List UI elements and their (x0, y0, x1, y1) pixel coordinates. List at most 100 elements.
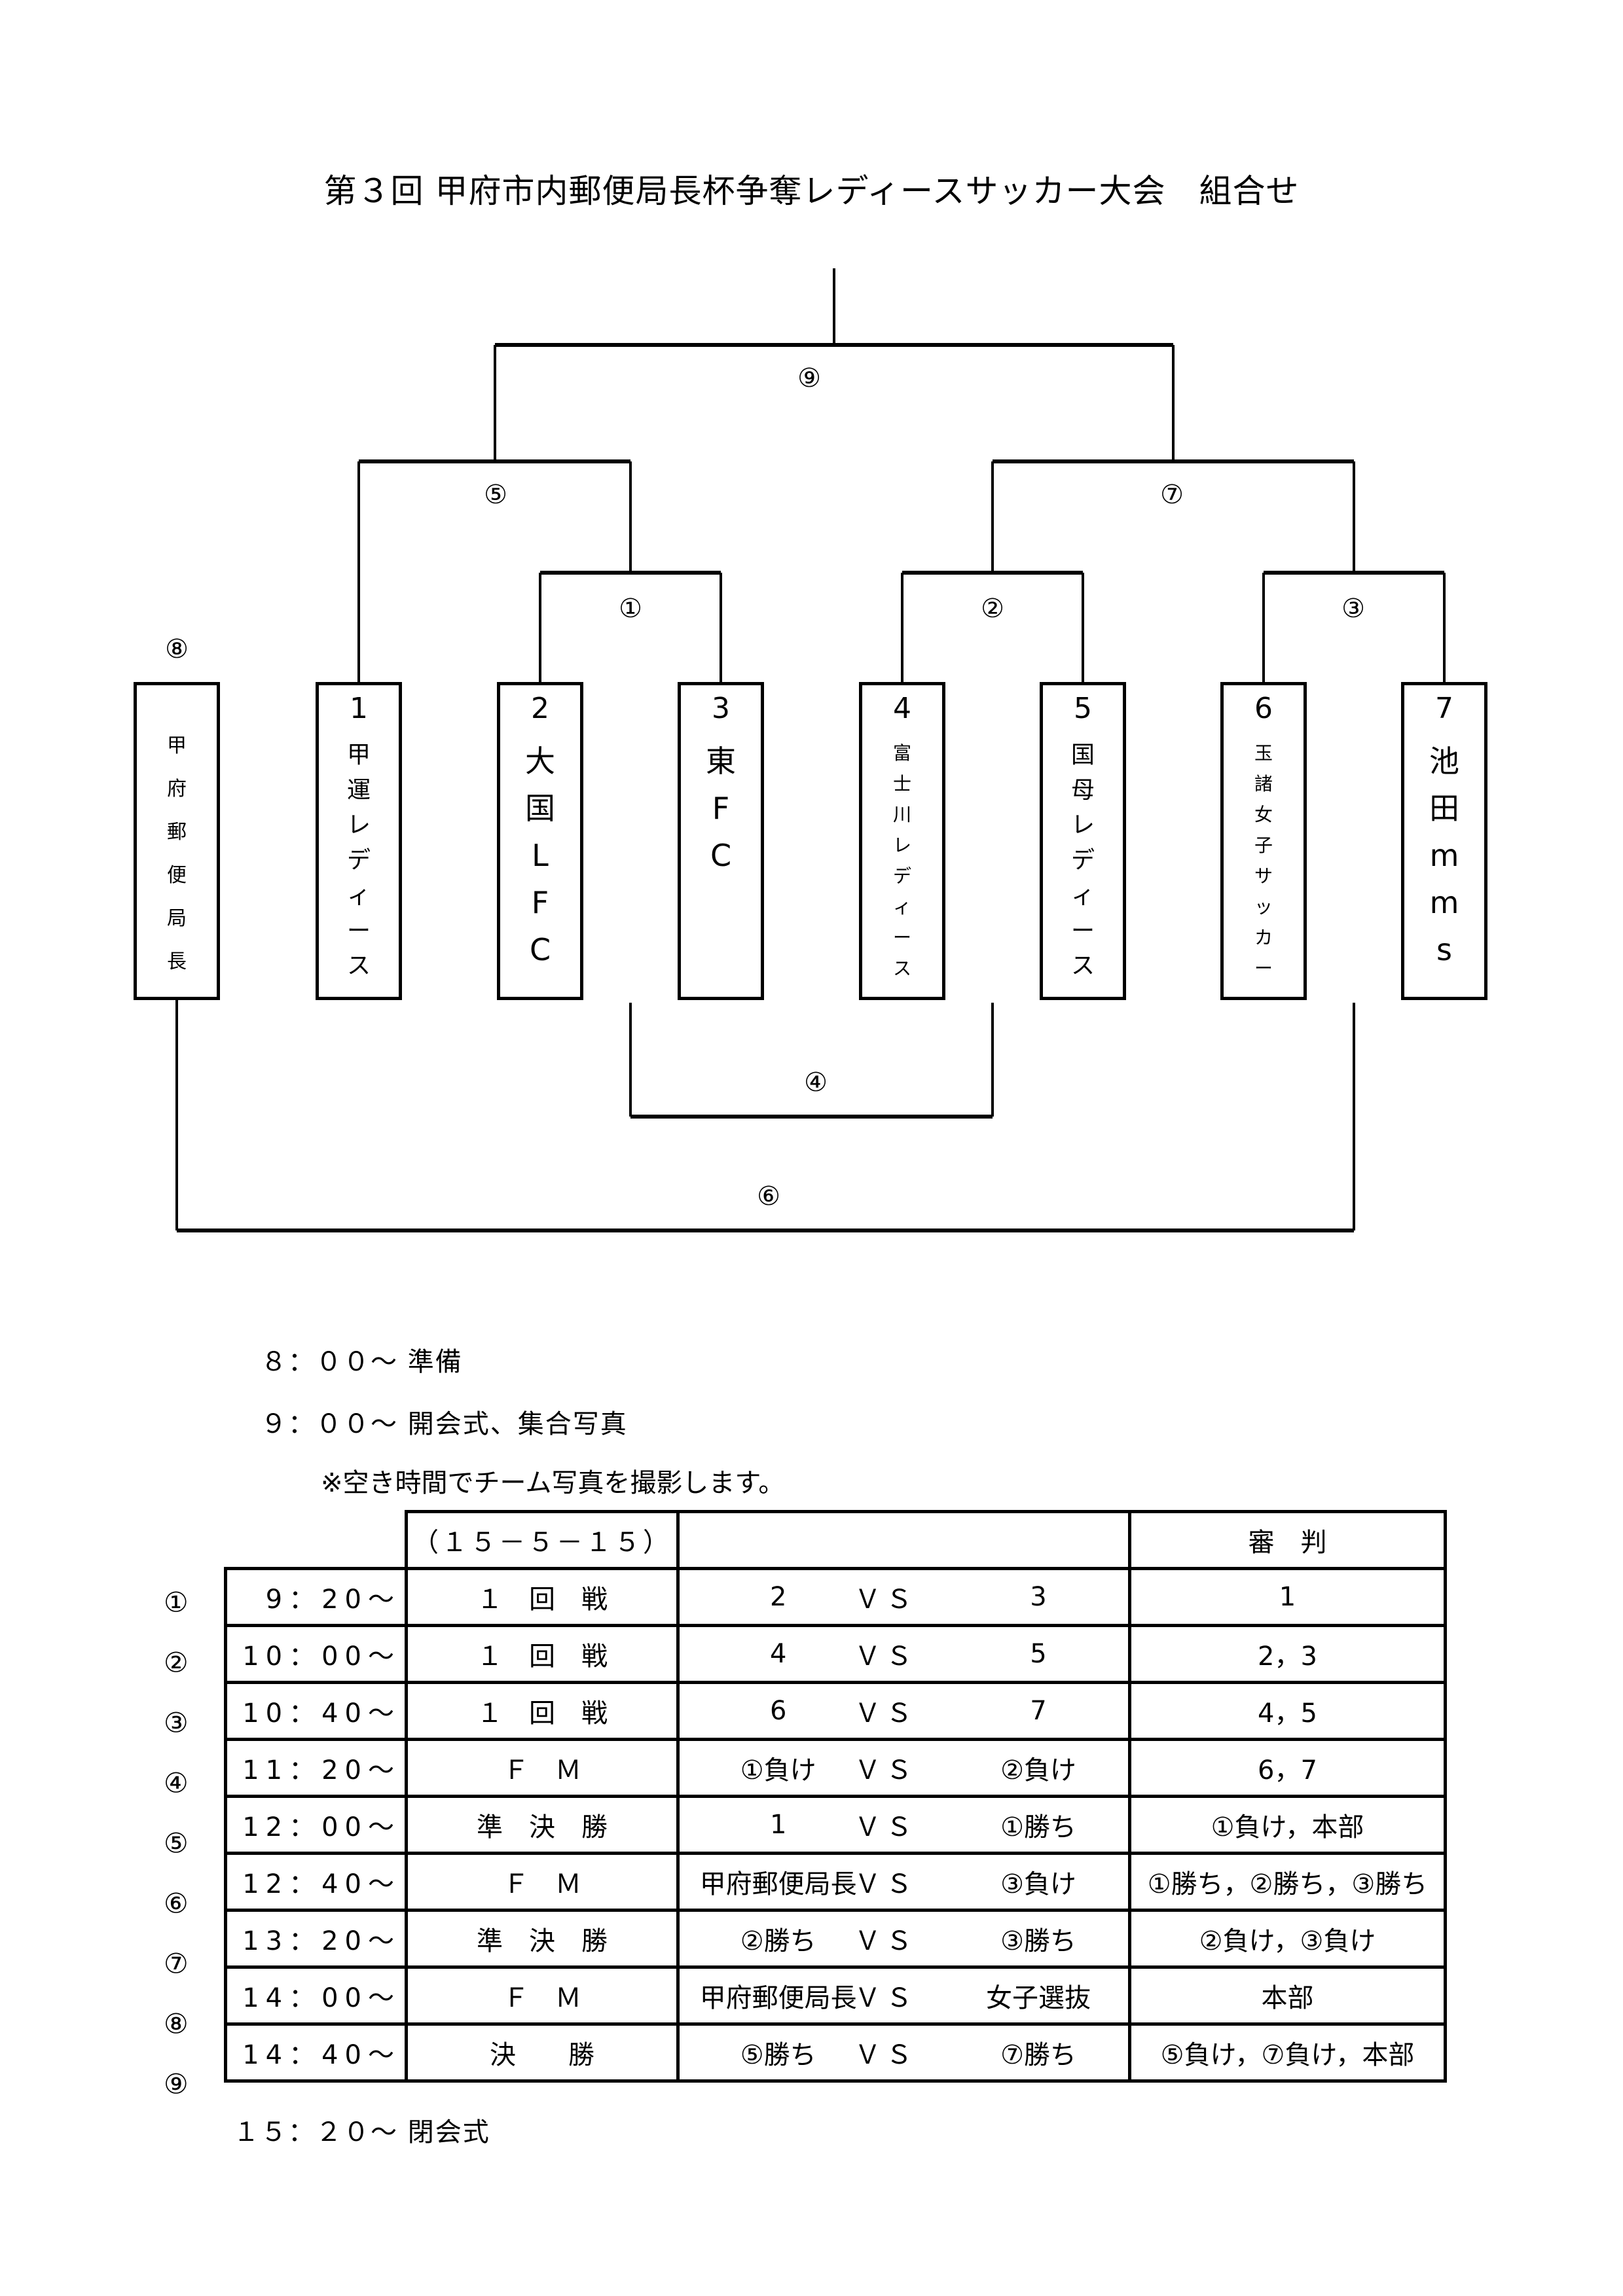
team-name-char: ッ (1254, 896, 1273, 918)
team-name: 甲運レディース (319, 738, 399, 984)
match-label-4: ④ (804, 1067, 828, 1098)
match-time: 13：20～ (224, 1909, 408, 1969)
match-label-8: ⑧ (165, 634, 189, 664)
team-number: 3 (712, 692, 730, 725)
match-time: 12：40～ (224, 1852, 408, 1912)
team-name-char: C (710, 838, 732, 873)
match-label-1: ① (619, 594, 642, 624)
row-match-number: ⑧ (164, 2007, 189, 2040)
team-number: 2 (531, 692, 549, 725)
team-name-char: C (529, 932, 551, 967)
team-name-char: 甲 (167, 734, 187, 757)
header-format: （１５－５－１５） (405, 1510, 680, 1570)
match-round: １ 回 戦 (405, 1567, 680, 1627)
referee: ①勝ち，②勝ち，③勝ち (1128, 1852, 1447, 1912)
team-name-char: ィ (346, 882, 371, 909)
team-name-char: 長 (167, 950, 187, 973)
row-match-number: ③ (164, 1706, 189, 1739)
match-time: 9：20～ (224, 1567, 408, 1627)
team-name-char: s (1436, 932, 1452, 967)
team-name-char: レ (892, 834, 911, 856)
row-match-number: ⑥ (164, 1887, 189, 1920)
referee: ⑤負け，⑦負け，本部 (1128, 2022, 1447, 2083)
team-name-char: 国 (1070, 742, 1095, 768)
team-name-char: m (1429, 838, 1459, 873)
team-name-char: ィ (1070, 882, 1095, 909)
match-time: 11：20～ (224, 1738, 408, 1798)
team-name-char: デ (892, 865, 911, 887)
team-right: 女子選抜 (986, 1983, 1091, 2013)
team-number: 5 (1074, 692, 1092, 725)
team-name-char: 子 (1254, 834, 1273, 856)
team-name-char: ー (346, 917, 371, 944)
team-name-char: F (531, 885, 549, 920)
vs-label: ＶＳ (854, 1755, 918, 1785)
team-name-char: m (1429, 885, 1459, 920)
team-name-char: 便 (167, 864, 187, 887)
team-name-char: 士 (892, 773, 911, 795)
team-name-char: 府 (167, 778, 187, 800)
match-round: Ｆ Ｍ (405, 1852, 680, 1912)
team-name-char: 局 (167, 907, 187, 930)
team-right: 5 (1030, 1639, 1047, 1669)
team-left: 甲府郵便局長 (699, 1869, 857, 1899)
team-name-char: 郵 (167, 821, 187, 844)
team-left: 2 (769, 1582, 787, 1612)
photo-note: ※空き時間でチーム写真を撮影します。 (321, 1468, 785, 1498)
row-match-number: ② (164, 1646, 189, 1679)
team-left: ①負け (740, 1755, 816, 1785)
match-round: Ｆ Ｍ (405, 1965, 680, 2026)
team-name-char: ー (1254, 958, 1273, 979)
team-name-char: レ (346, 812, 371, 839)
referee: 6，7 (1128, 1738, 1447, 1798)
team-name-char: カ (1254, 927, 1273, 948)
match-label-2: ② (981, 594, 1004, 624)
team-left: 6 (769, 1696, 787, 1726)
row-match-number: ⑨ (164, 2068, 189, 2100)
tournament-bracket (175, 268, 1446, 1232)
team-name-char: 運 (346, 776, 371, 804)
team-left: ②勝ち (740, 1926, 816, 1956)
match-round: １ 回 戦 (405, 1681, 680, 1741)
team-name-char: L (532, 838, 549, 873)
team-left: 甲府郵便局長 (699, 1983, 857, 2013)
team-name-char: ス (892, 958, 911, 979)
vs-label: ＶＳ (854, 1641, 918, 1672)
team-name-char: 国 (525, 791, 555, 826)
team-name-char: ー (1070, 917, 1095, 944)
match-label-6: ⑥ (757, 1181, 780, 1211)
team-name-char: 甲 (346, 742, 371, 768)
team-name-char: 母 (1070, 776, 1095, 804)
team-name-char: 玉 (1254, 742, 1273, 764)
row-match-number: ① (164, 1586, 189, 1619)
referee: 4，5 (1128, 1681, 1447, 1741)
vs-label: ＶＳ (854, 1812, 918, 1842)
team-name: 富士川レディース (862, 738, 942, 984)
match-round: 決 勝 (405, 2022, 680, 2083)
row-match-number: ⑤ (164, 1827, 189, 1859)
match-round: Ｆ Ｍ (405, 1738, 680, 1798)
match-round: １ 回 戦 (405, 1624, 680, 1684)
team-left: 4 (769, 1639, 787, 1669)
schedule-prep: ８：００～ 準備 (261, 1347, 463, 1377)
team-right: ③勝ち (1000, 1926, 1076, 1956)
team-right: ⑦勝ち (1000, 2040, 1076, 2070)
vs-label: ＶＳ (854, 1983, 918, 2013)
row-match-number: ⑦ (164, 1947, 189, 1980)
